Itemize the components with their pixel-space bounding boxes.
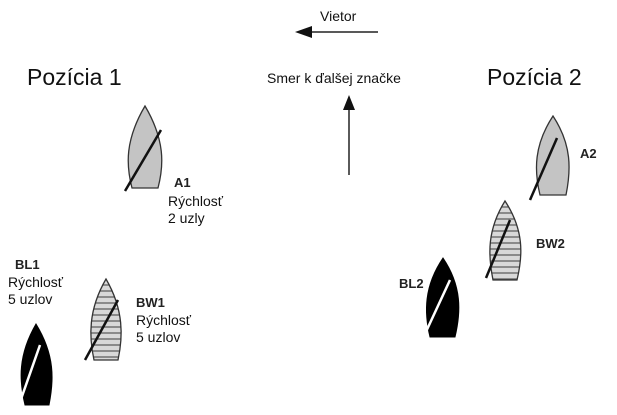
boat-a2: [528, 114, 570, 201]
boat-bw1-speed-value: 5 uzlov: [136, 329, 181, 345]
boat-a1-speed-value: 2 uzly: [168, 210, 205, 226]
boat-a1-speed-label: Rýchlosť: [168, 193, 224, 209]
boat-a1-label: A1: [174, 175, 191, 190]
boat-bl1-label: BL1: [15, 257, 40, 272]
boat-bl1-speed-value: 5 uzlov: [8, 291, 53, 307]
boat-bw1-speed-label: Rýchlosť: [136, 312, 192, 328]
wind-arrow: [295, 26, 378, 38]
boat-bw2-label: BW2: [536, 236, 565, 251]
next-mark-arrow: [343, 95, 355, 175]
position2-title: Pozícia 2: [487, 64, 582, 90]
boat-bl1: [18, 323, 53, 406]
boat-a1: [123, 104, 163, 192]
boat-bw1: [83, 277, 122, 361]
wind-label: Vietor: [320, 8, 357, 24]
boat-bw1-label: BW1: [136, 295, 165, 310]
boat-bl2: [422, 257, 460, 338]
boat-bl2-label: BL2: [399, 276, 424, 291]
boat-a2-label: A2: [580, 146, 597, 161]
next-mark-label: Smer k ďalšej značke: [267, 70, 401, 86]
boat-bw2: [484, 199, 522, 281]
boat-bl1-speed-label: Rýchlosť: [8, 274, 64, 290]
position1-title: Pozícia 1: [27, 64, 122, 90]
